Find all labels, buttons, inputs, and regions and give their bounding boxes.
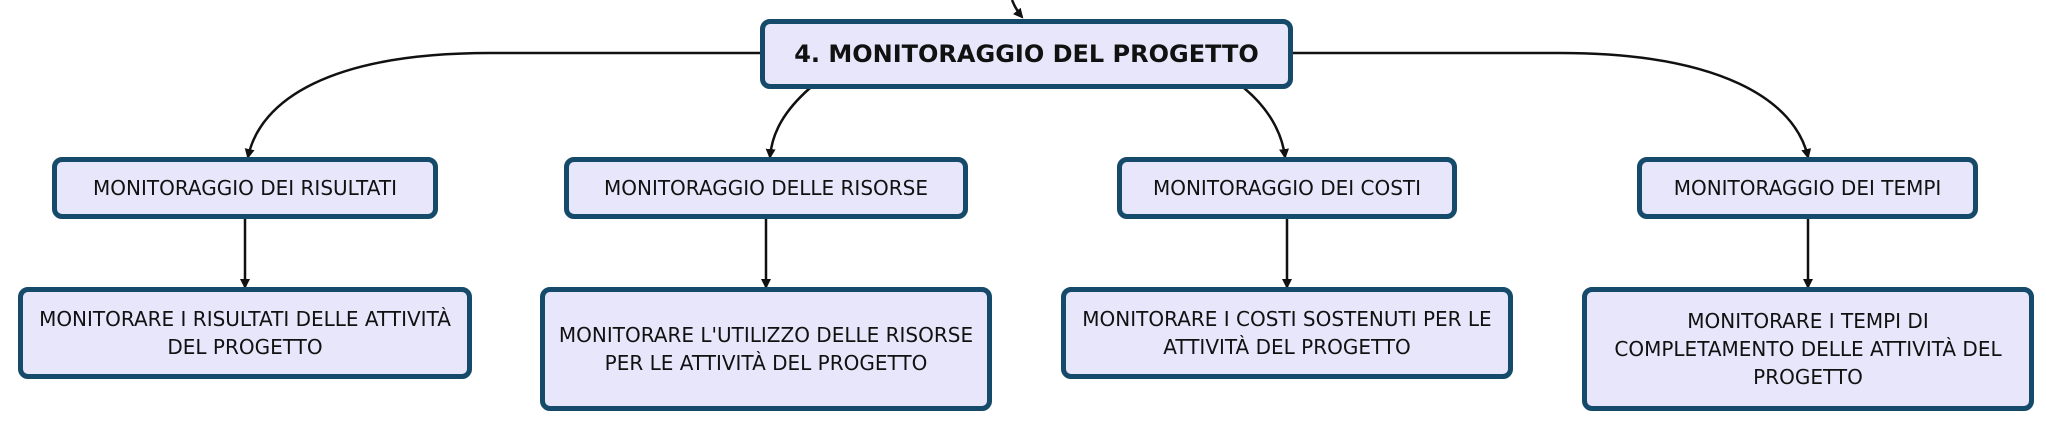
detail-node-text: MONITORARE I TEMPI DI COMPLETAMENTO DELL…: [1614, 309, 2002, 389]
branch-node-label: MONITORAGGIO DEI TEMPI: [1673, 176, 1942, 200]
detail-node-text: MONITORARE L'UTILIZZO DELLE RISORSE PER …: [558, 323, 974, 375]
connector-root-to-tempi: [1292, 51, 1812, 159]
branch-node-label: MONITORAGGIO DEI COSTI: [1152, 176, 1422, 200]
connector-root-to-risultati: [244, 51, 760, 159]
detail-node-risultati[interactable]: MONITORARE I RISULTATI DELLE ATTIVITÀ DE…: [18, 287, 472, 379]
branch-node-risultati[interactable]: MONITORAGGIO DEI RISULTATI: [52, 157, 438, 219]
root-node-label: 4. MONITORAGGIO DEL PROGETTO: [794, 40, 1259, 68]
detail-node-risorse[interactable]: MONITORARE L'UTILIZZO DELLE RISORSE PER …: [540, 287, 992, 411]
incoming-connector: [1010, 0, 1024, 19]
root-node[interactable]: 4. MONITORAGGIO DEL PROGETTO: [760, 19, 1293, 89]
detail-node-costi[interactable]: MONITORARE I COSTI SOSTENUTI PER LE ATTI…: [1061, 287, 1513, 379]
detail-node-text: MONITORARE I COSTI SOSTENUTI PER LE ATTI…: [1082, 307, 1492, 359]
branch-node-costi[interactable]: MONITORAGGIO DEI COSTI: [1117, 157, 1457, 219]
detail-node-tempi[interactable]: MONITORARE I TEMPI DI COMPLETAMENTO DELL…: [1582, 287, 2034, 411]
branch-node-tempi[interactable]: MONITORAGGIO DEI TEMPI: [1637, 157, 1978, 219]
connector-root-to-costi: [1243, 87, 1290, 159]
connector-root-to-risorse: [765, 87, 811, 159]
branch-node-label: MONITORAGGIO DEI RISULTATI: [93, 176, 397, 200]
detail-node-text: MONITORARE I RISULTATI DELLE ATTIVITÀ DE…: [39, 307, 451, 359]
branch-node-risorse[interactable]: MONITORAGGIO DELLE RISORSE: [564, 157, 968, 219]
branch-node-label: MONITORAGGIO DELLE RISORSE: [603, 176, 928, 200]
